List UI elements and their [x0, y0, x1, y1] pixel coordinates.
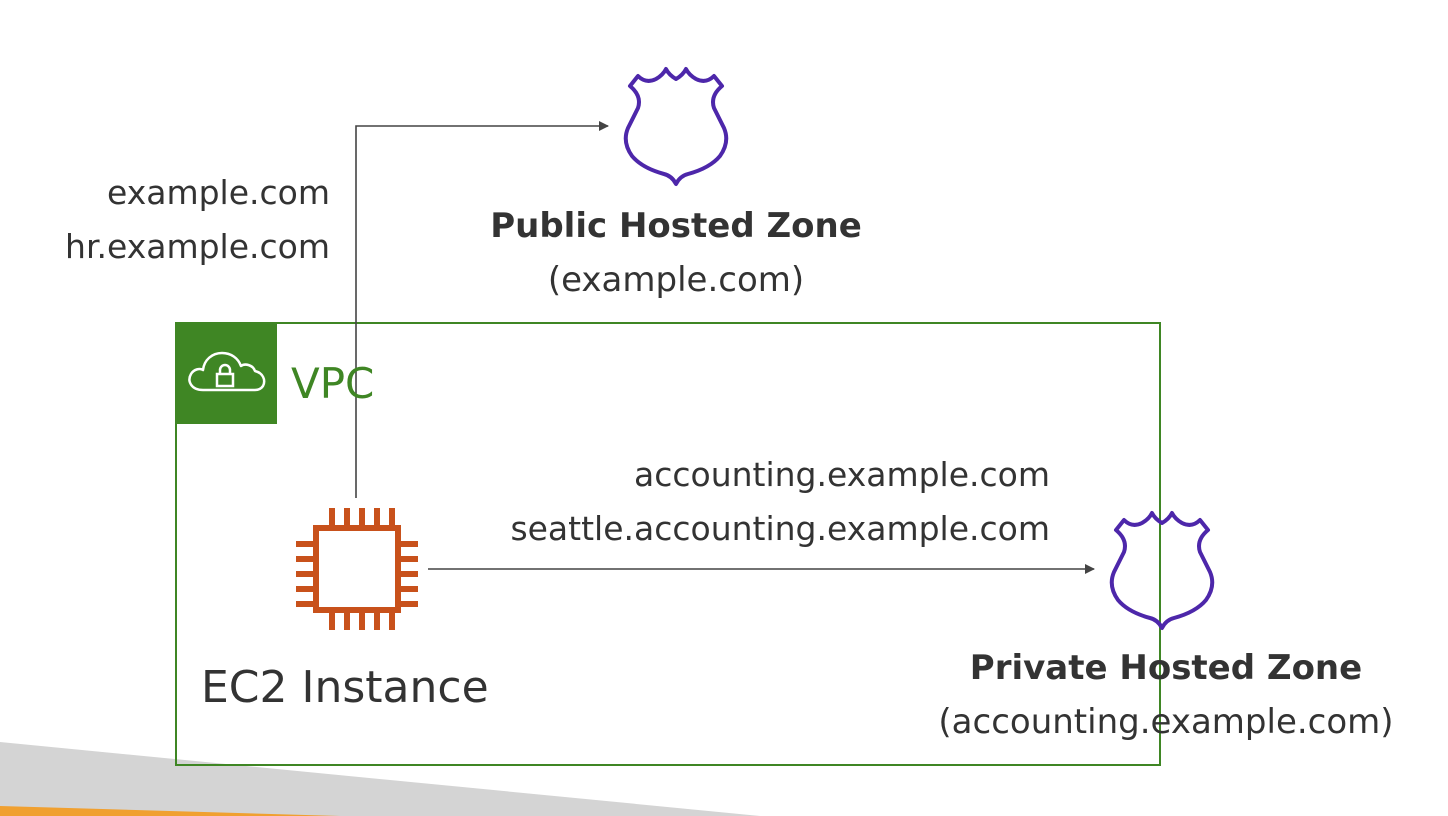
query-label: hr.example.com	[65, 227, 330, 266]
vpc-badge	[175, 322, 277, 424]
route53-shield-icon	[1109, 511, 1215, 630]
query-label: seattle.accounting.example.com	[510, 509, 1050, 548]
public-zone-label: Public Hosted Zone (example.com)	[476, 202, 876, 310]
public-query-list: example.com hr.example.com	[65, 166, 330, 274]
vpc-label: VPC	[291, 359, 375, 408]
cloud-lock-icon	[188, 351, 266, 392]
private-zone-title: Private Hosted Zone	[969, 648, 1363, 688]
query-label: accounting.example.com	[634, 455, 1050, 494]
public-zone-title: Public Hosted Zone	[490, 206, 862, 246]
private-zone-label: Private Hosted Zone (accounting.example.…	[904, 644, 1428, 752]
footer-orange-stripe	[0, 806, 340, 816]
vpc-container	[175, 322, 1161, 766]
public-query-arrow	[355, 121, 609, 498]
ec2-label: EC2 Instance	[201, 662, 489, 713]
chip-icon	[296, 508, 418, 630]
route53-shield-icon	[623, 67, 729, 186]
footer-gray-stripe	[0, 742, 760, 816]
private-query-list: accounting.example.com seattle.accountin…	[510, 448, 1050, 556]
query-label: example.com	[106, 173, 330, 212]
public-zone-domain: (example.com)	[547, 260, 805, 300]
private-zone-domain: (accounting.example.com)	[938, 702, 1394, 742]
